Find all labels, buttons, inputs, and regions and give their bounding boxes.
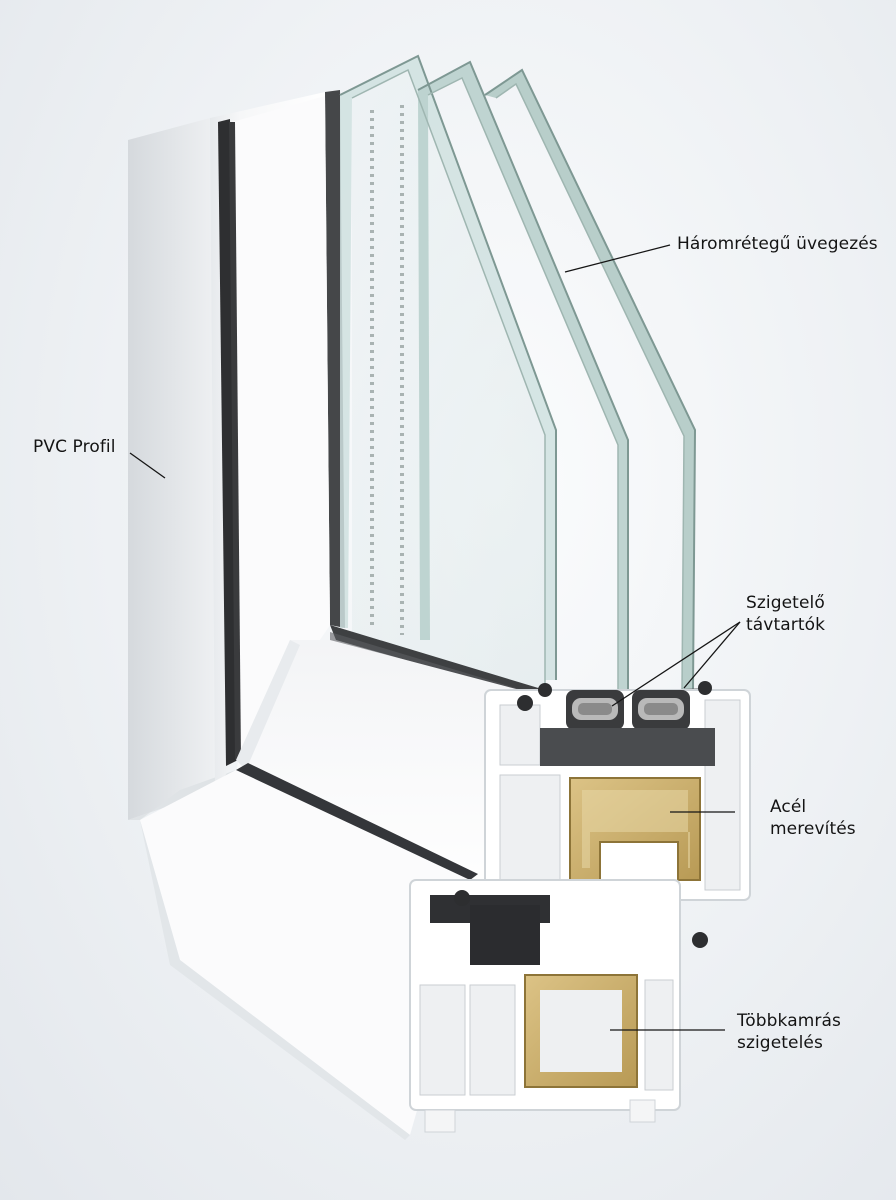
leader-glazing	[564, 244, 671, 273]
label-steel-reinforcement: Acél merevítés	[770, 797, 856, 839]
leader-lines	[129, 244, 741, 1031]
label-multichamber-insulation: Többkamrás szigetelés	[737, 1011, 841, 1053]
label-pvc-profil: PVC Profil	[33, 437, 116, 457]
triple-glazing	[339, 54, 697, 691]
leader-spacers-2	[683, 621, 741, 689]
label-glazing: Háromrétegű üvegezés	[677, 234, 878, 254]
leader-pvc	[129, 452, 166, 479]
leader-spacers-1	[611, 621, 741, 707]
vertical-frame-outer	[128, 118, 236, 820]
frame-section	[409, 879, 708, 1133]
label-spacers: Szigetelő távtartók	[746, 593, 826, 635]
sash-bottom-top	[236, 640, 520, 900]
sash-section	[484, 681, 751, 901]
frame-gasket-line	[218, 119, 238, 766]
frame-sill	[140, 763, 478, 1140]
sash-vertical	[229, 90, 345, 761]
